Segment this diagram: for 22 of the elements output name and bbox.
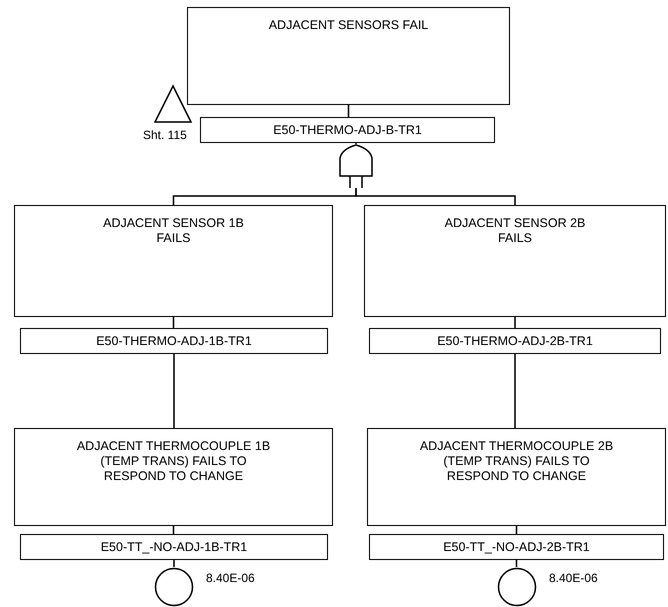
event-box: ADJACENT SENSOR 1B FAILS xyxy=(14,205,333,317)
connector-line xyxy=(514,354,516,428)
event-box: ADJACENT THERMOCOUPLE 1B (TEMP TRANS) FAILS TO RESPOND TO CHANGE xyxy=(14,428,333,526)
connector-line xyxy=(172,317,174,328)
event-id-box: E50-THERMO-ADJ-2B-TR1 xyxy=(369,328,661,354)
connector-line xyxy=(516,560,518,567)
connector-line xyxy=(355,188,516,205)
event-box: ADJACENT SENSORS FAIL xyxy=(187,7,510,105)
event-box: ADJACENT THERMOCOUPLE 2B (TEMP TRANS) FAILS TO RESPOND TO CHANGE xyxy=(367,428,666,526)
event-id-box: E50-TT_-NO-ADJ-1B-TR1 xyxy=(20,534,328,560)
connector-line xyxy=(173,560,175,567)
annotation-text: 8.40E-06 xyxy=(549,570,598,587)
connector-line xyxy=(348,105,350,117)
annotation-text: 8.40E-06 xyxy=(206,570,255,587)
connector-line xyxy=(173,354,175,428)
event-box: ADJACENT SENSOR 2B FAILS xyxy=(364,205,666,317)
connector-line xyxy=(514,317,516,328)
event-id-box: E50-TT_-NO-ADJ-2B-TR1 xyxy=(369,534,664,560)
connector-line xyxy=(172,526,174,534)
event-id-box: E50-THERMO-ADJ-1B-TR1 xyxy=(20,328,328,354)
annotation-text: Sht. 115 xyxy=(143,127,187,144)
connector-line xyxy=(516,526,518,534)
